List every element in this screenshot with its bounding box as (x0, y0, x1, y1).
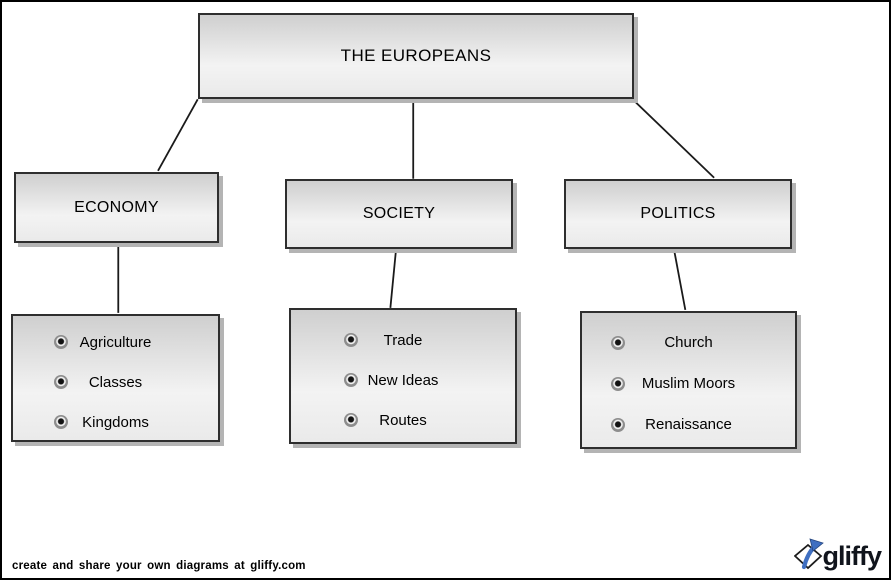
list-item: Kingdoms (13, 402, 218, 442)
list-item: Trade (291, 320, 515, 360)
node-politics: POLITICS (564, 179, 792, 249)
list-item-label: Kingdoms (82, 413, 149, 431)
node-the-europeans: THE EUROPEANS (198, 13, 634, 99)
list-item: Classes (13, 362, 218, 402)
list-item-label: New Ideas (367, 371, 439, 389)
list-item: Routes (291, 400, 515, 440)
list-item: Renaissance (582, 404, 795, 445)
list-economy: Agriculture Classes Kingdoms (11, 314, 220, 442)
node-the-europeans-label: THE EUROPEANS (340, 46, 492, 65)
node-politics-label: POLITICS (640, 205, 716, 222)
connector-root-politics (633, 99, 715, 179)
list-item-label: Muslim Moors (641, 375, 736, 392)
list-item-label: Routes (379, 411, 427, 429)
list-item: Church (582, 322, 795, 363)
list-politics: Church Muslim Moors Renaissance (580, 311, 797, 449)
connector-root-economy (157, 98, 199, 172)
gliffy-logo[interactable]: gliffy (793, 538, 882, 574)
radio-bullet-icon (54, 335, 68, 349)
list-item: Agriculture (13, 322, 218, 362)
list-item-label: Church (664, 334, 713, 351)
node-society-label: SOCIETY (362, 205, 436, 222)
gliffy-logo-icon (793, 538, 824, 570)
list-society: Trade New Ideas Routes (289, 308, 517, 444)
radio-bullet-icon (611, 335, 625, 350)
node-economy-label: ECONOMY (74, 198, 159, 216)
connector-society-list (389, 246, 398, 308)
radio-bullet-icon (344, 333, 358, 347)
list-item-label: Classes (88, 373, 143, 391)
radio-bullet-icon (611, 417, 625, 432)
list-item-label: Agriculture (79, 333, 152, 351)
radio-bullet-icon (344, 413, 358, 427)
radio-bullet-icon (54, 375, 68, 389)
list-item-label: Trade (383, 331, 423, 349)
radio-bullet-icon (54, 415, 68, 429)
list-item: New Ideas (291, 360, 515, 400)
node-society: SOCIETY (285, 179, 513, 249)
radio-bullet-icon (344, 373, 358, 387)
radio-bullet-icon (611, 376, 625, 391)
list-item-label: Renaissance (645, 416, 732, 433)
footer-tagline: create and share your own diagrams at gl… (12, 560, 306, 572)
connector-politics-list (672, 246, 687, 311)
gliffy-logo-text: gliffy (822, 541, 882, 571)
node-economy: ECONOMY (14, 172, 219, 243)
list-item: Muslim Moors (582, 363, 795, 404)
